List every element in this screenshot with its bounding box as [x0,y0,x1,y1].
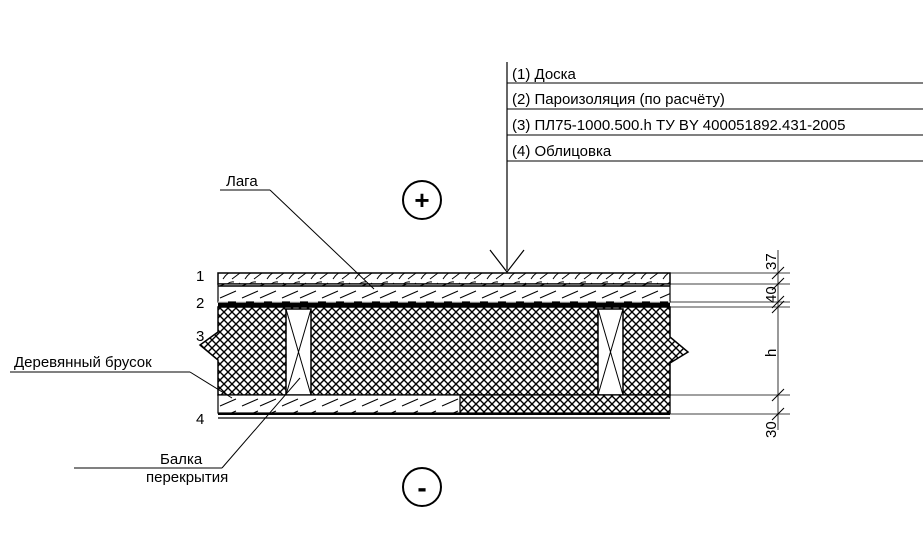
layer-numbers: 1 2 3 4 [196,268,204,428]
label-joist: Лага [220,173,375,290]
layer-cladding [217,394,671,419]
arrowhead-icon [489,249,525,273]
layer-insulation-panel [198,306,690,396]
layer-number-1: 1 [196,268,204,285]
plus-icon: + [414,185,429,215]
legend-item-4: (4) Облицовка [512,143,612,160]
legend-item-3: (3) ПЛ75-1000.500.h ТУ BY 400051892.431-… [512,117,845,134]
dimension-lines: 37 40 h 30 [670,250,790,438]
legend-item-2: (2) Пароизоляция (по расчёту) [512,91,725,108]
layer-number-4: 4 [196,411,204,428]
wooden-bar-right [597,308,624,396]
minus-symbol: - [402,467,442,507]
label-beam-line2: перекрытия [146,469,228,486]
layer-vapour-barrier [218,301,670,307]
dim-top: 37 [763,253,780,270]
label-beam-line1: Балка [160,451,203,468]
minus-icon: - [417,472,426,503]
layer-number-3: 3 [196,328,204,345]
wooden-bar-left [285,308,312,396]
plus-symbol: + [402,180,442,220]
legend-item-1: (1) Доска [512,66,577,83]
legend-table: (1) Доска (2) Пароизоляция (по расчёту) … [489,62,923,273]
label-wooden-bar-text: Деревянный брусок [14,354,152,371]
layer-board [217,272,671,285]
label-beam: Балка перекрытия [74,377,301,486]
label-wooden-bar: Деревянный брусок [10,354,233,399]
dim-bottom: 30 [763,421,780,438]
dim-h: h [763,349,780,357]
label-joist-text: Лага [226,173,258,190]
layer-number-2: 2 [196,295,204,312]
layer-joist [217,283,671,303]
dim-mid: 40 [763,286,780,303]
